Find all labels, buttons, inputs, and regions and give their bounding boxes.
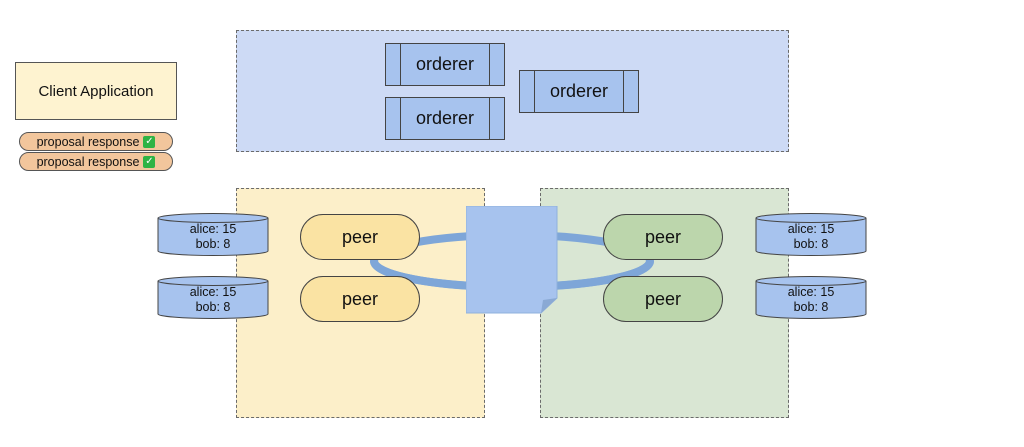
peer-label: peer (644, 226, 682, 247)
org1-peer: peer (300, 214, 420, 260)
peer-label: peer (644, 288, 682, 309)
ledger-bob-value: bob: 8 (195, 237, 231, 251)
ledger-bob-value: bob: 8 (195, 300, 231, 314)
orderer-node: orderer (385, 97, 505, 140)
org2-ledger-database: alice: 15 bob: 8 (755, 213, 867, 257)
ledger-alice-value: alice: 15 (787, 285, 835, 299)
transaction-document (466, 206, 558, 314)
peer-label: peer (341, 288, 379, 309)
ledger-bob-value: bob: 8 (793, 237, 829, 251)
check-mark-icon: ✓ (143, 135, 156, 148)
org2-peer: peer (603, 214, 723, 260)
peer-label: peer (341, 226, 379, 247)
ledger-alice-value: alice: 15 (189, 222, 237, 236)
client-application-label: Client Application (38, 82, 154, 100)
orderer-label: orderer (415, 108, 475, 128)
ledger-bob-value: bob: 8 (793, 300, 829, 314)
proposal-response-label: proposal response (36, 154, 140, 169)
orderer-node: orderer (385, 43, 505, 86)
orderer-node: orderer (519, 70, 639, 113)
org1-ledger-database: alice: 15 bob: 8 (157, 213, 269, 257)
org1-peer: peer (300, 276, 420, 322)
database-icon (157, 213, 269, 256)
database-icon (755, 213, 867, 256)
ordering-service-zone (236, 30, 789, 152)
ledger-alice-value: alice: 15 (787, 222, 835, 236)
client-application-box: Client Application (15, 62, 177, 120)
proposal-response-label: proposal response (36, 134, 140, 149)
org2-peer: peer (603, 276, 723, 322)
ledger-alice-value: alice: 15 (189, 285, 237, 299)
check-mark-icon: ✓ (143, 155, 156, 168)
database-icon (157, 276, 269, 319)
proposal-response-pill: proposal response ✓ (19, 132, 173, 151)
database-icon (755, 276, 867, 319)
org1-ledger-database: alice: 15 bob: 8 (157, 276, 269, 320)
orderer-label: orderer (549, 81, 609, 101)
orderer-label: orderer (415, 54, 475, 74)
proposal-response-pill: proposal response ✓ (19, 152, 173, 171)
org2-ledger-database: alice: 15 bob: 8 (755, 276, 867, 320)
